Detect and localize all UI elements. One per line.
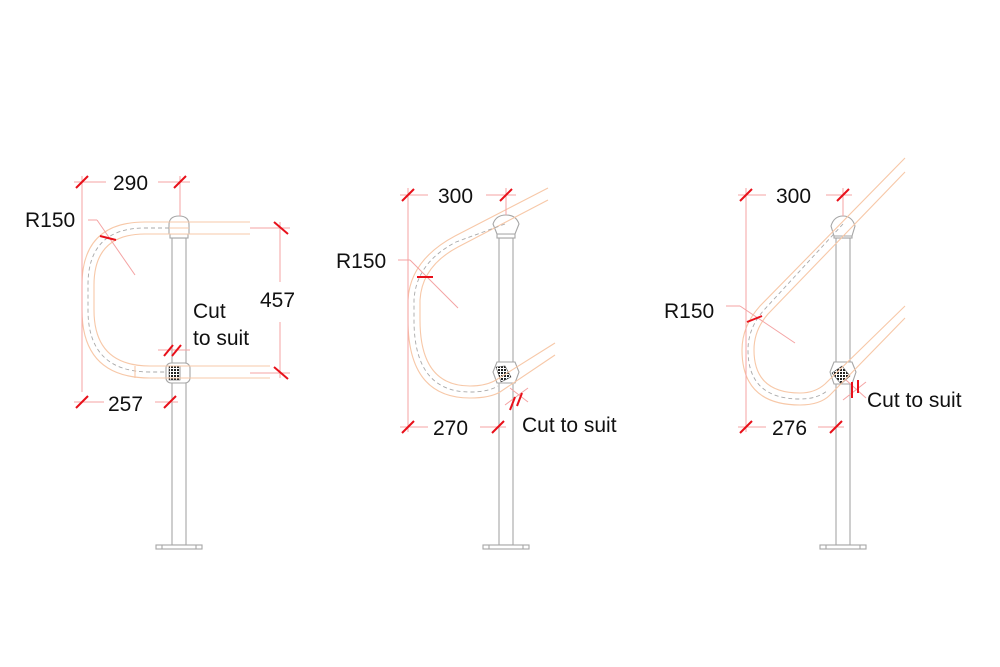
dimension-bottom-2: 270: [400, 417, 506, 440]
base-plate-2: [482, 544, 530, 550]
top-fitting-3: [830, 215, 856, 237]
top-fitting-1: [168, 215, 190, 235]
radius-annotation-3: R150: [664, 300, 796, 344]
dimension-276-label: 276: [772, 417, 807, 440]
dimension-top-1: 290: [74, 172, 190, 392]
dimension-457-label: 457: [260, 289, 295, 312]
radius-label-3: R150: [664, 300, 714, 323]
radius-label-2: R150: [336, 250, 386, 273]
dimension-257-label: 257: [108, 393, 143, 416]
cut-to-suit-3: Cut to suit: [842, 379, 962, 412]
dimension-300-label-3: 300: [776, 185, 811, 208]
radius-annotation-2: R150: [336, 250, 459, 309]
rail-loop-2: [407, 187, 556, 399]
drawing-1-horizontal-loop: 290 257 457 R150: [25, 172, 295, 550]
post-2: [482, 233, 530, 550]
base-plate-3: [819, 544, 867, 550]
top-fitting-2: [492, 214, 520, 235]
radius-annotation-1: R150: [25, 209, 136, 276]
dimension-bottom-1: 257: [74, 393, 178, 416]
drawing-3-steep-inclined-loop: 300 276 R150 Cut to suit: [664, 157, 962, 550]
cut-note-line1: Cut: [193, 300, 226, 323]
cut-note-3: Cut to suit: [867, 389, 962, 412]
dimension-bottom-3: 276: [738, 417, 844, 440]
cut-to-suit-2: Cut to suit: [504, 387, 617, 437]
post-1: [155, 233, 203, 550]
cut-note-line2: to suit: [193, 327, 249, 350]
dimension-top-2: 300: [400, 185, 516, 432]
cut-to-suit-1: Cut to suit: [158, 300, 249, 357]
base-plate-1: [155, 544, 203, 550]
dimension-300-label-2: 300: [438, 185, 473, 208]
dimension-290-label: 290: [113, 172, 148, 195]
radius-label-1: R150: [25, 209, 75, 232]
dimension-270-label: 270: [433, 417, 468, 440]
cut-note-2: Cut to suit: [522, 414, 617, 437]
rail-loop-3: [741, 157, 906, 406]
dimension-height-1: 457: [250, 221, 295, 380]
drawing-2-inclined-loop: 300 270 R150 Cut to suit: [336, 185, 617, 550]
